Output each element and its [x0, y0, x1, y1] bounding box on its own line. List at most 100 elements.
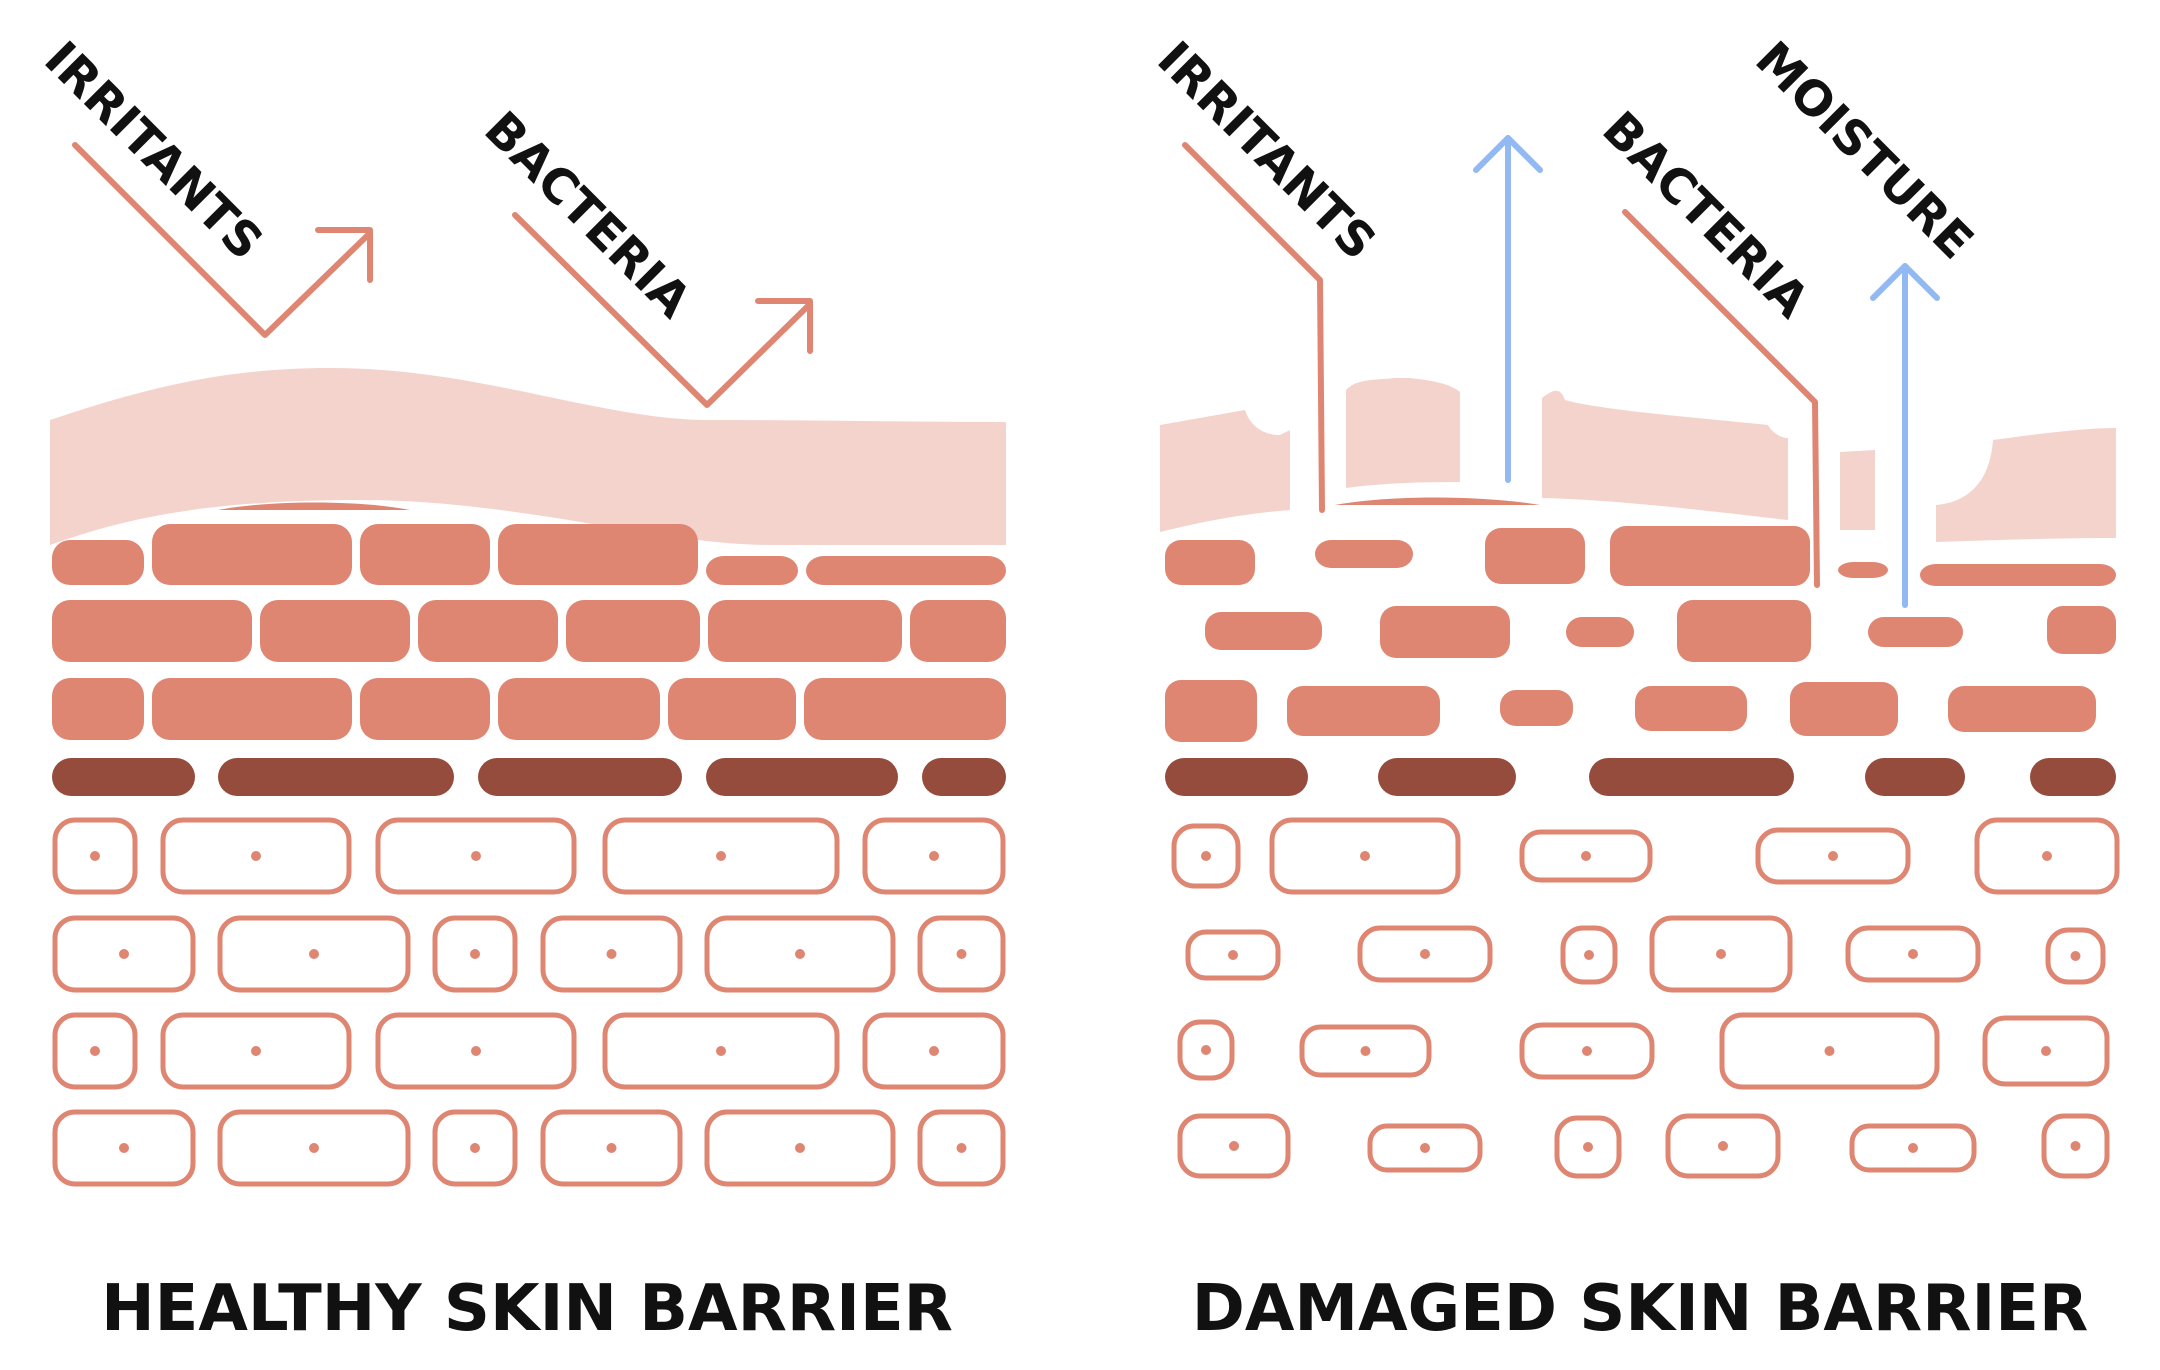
damaged-lipid-fragments — [1160, 378, 2116, 542]
cell — [917, 1109, 1006, 1187]
cell-nucleus — [119, 1143, 129, 1153]
damaged-irritants-line — [1182, 142, 1325, 513]
cell — [160, 817, 352, 895]
brick — [706, 556, 798, 585]
healthy-lipid-shape — [50, 368, 1006, 545]
brick — [260, 600, 410, 662]
brick — [1635, 686, 1747, 731]
cell-nucleus — [1360, 851, 1370, 861]
cell-nucleus — [1824, 1046, 1835, 1056]
cell-nucleus — [606, 949, 617, 959]
cell — [1299, 1024, 1432, 1078]
cell — [602, 817, 840, 895]
cell — [602, 1012, 840, 1090]
cell-nucleus — [1718, 1141, 1728, 1151]
damaged-moisture-arrow-right — [1870, 263, 1940, 608]
cell — [1519, 1022, 1655, 1080]
cell-nucleus — [1584, 950, 1594, 960]
cell-nucleus — [119, 949, 129, 959]
basal-segment — [1378, 758, 1516, 796]
healthy-panel: IRRITANTS BACTERIA HEALTHY SKIN BARRIER — [34, 31, 1006, 1346]
brick — [1485, 528, 1585, 584]
basal-segment — [52, 758, 195, 796]
damaged-brick-layers — [1165, 526, 2116, 742]
cell — [52, 1109, 196, 1187]
brick — [1610, 526, 1810, 586]
cell — [217, 1109, 411, 1187]
brick — [152, 678, 352, 740]
basal-segment — [1165, 758, 1308, 796]
cell — [1649, 915, 1793, 993]
damaged-moisture-arrow-left — [1473, 135, 1543, 483]
healthy-lipid-bump — [218, 502, 410, 510]
basal-segment — [218, 758, 454, 796]
cell-nucleus — [1420, 949, 1430, 959]
brick — [1838, 562, 1888, 578]
cell — [52, 915, 196, 993]
cell-nucleus — [1716, 949, 1726, 959]
healthy-bacteria-label: BACTERIA — [474, 101, 702, 329]
cell-nucleus — [2042, 851, 2052, 861]
brick — [566, 600, 700, 662]
cell-nucleus — [1582, 1046, 1592, 1056]
brick — [360, 524, 490, 585]
cell-nucleus — [1201, 851, 1211, 861]
cell — [1974, 817, 2120, 895]
cell — [1982, 1015, 2110, 1087]
cell — [1357, 925, 1493, 983]
brick — [2047, 606, 2116, 654]
cell-nucleus — [309, 949, 319, 959]
cell — [1185, 929, 1281, 981]
damaged-irritants-label: IRRITANTS — [1147, 31, 1387, 271]
healthy-irritants-arrow — [72, 142, 373, 338]
cell-nucleus — [956, 1143, 967, 1153]
basal-segment — [922, 758, 1006, 796]
cell — [432, 1109, 518, 1187]
cell-nucleus — [1908, 1143, 1918, 1153]
cell-nucleus — [2041, 1046, 2051, 1056]
brick — [1165, 680, 1257, 742]
cell — [1665, 1113, 1781, 1179]
cell — [2041, 1113, 2110, 1179]
brick — [498, 678, 660, 740]
cell — [1560, 925, 1618, 985]
cell — [1554, 1115, 1622, 1179]
brick — [804, 678, 1006, 740]
cell-nucleus — [471, 1046, 481, 1056]
damaged-lipid-fragment — [1840, 450, 1875, 530]
cell-nucleus — [471, 851, 481, 861]
damaged-basal-band — [1165, 758, 2116, 796]
cell-nucleus — [2070, 1141, 2081, 1151]
healthy-caption: HEALTHY SKIN BARRIER — [101, 1272, 953, 1346]
cell — [704, 1109, 896, 1187]
cell — [540, 915, 683, 993]
cell — [217, 915, 411, 993]
healthy-irritants-label: IRRITANTS — [34, 31, 274, 271]
cell — [1177, 1019, 1235, 1081]
cell — [1367, 1123, 1483, 1173]
cell-nucleus — [1228, 950, 1238, 960]
brick — [498, 524, 698, 585]
healthy-cell-rows — [52, 817, 1006, 1187]
cell-nucleus — [795, 1143, 805, 1153]
cell — [375, 817, 577, 895]
cell — [2045, 927, 2106, 985]
cell-nucleus — [1583, 1142, 1593, 1152]
brick — [1380, 606, 1510, 658]
cell-nucleus — [716, 1046, 726, 1056]
brick — [1287, 686, 1440, 736]
cell — [52, 1012, 138, 1090]
basal-segment — [1589, 758, 1794, 796]
healthy-basal-band — [52, 758, 1006, 796]
basal-segment — [2030, 758, 2116, 796]
brick — [1790, 682, 1898, 736]
cell-nucleus — [929, 851, 939, 861]
cell — [432, 915, 518, 993]
brick — [1677, 600, 1811, 662]
damaged-bacteria-line — [1622, 209, 1820, 588]
damaged-moisture-label: MOISTURE — [1745, 31, 1984, 270]
damaged-lipid-fragment — [1346, 378, 1460, 488]
damaged-cell-rows — [1171, 817, 2120, 1179]
cell-nucleus — [470, 1143, 480, 1153]
cell-nucleus — [1360, 1046, 1371, 1056]
